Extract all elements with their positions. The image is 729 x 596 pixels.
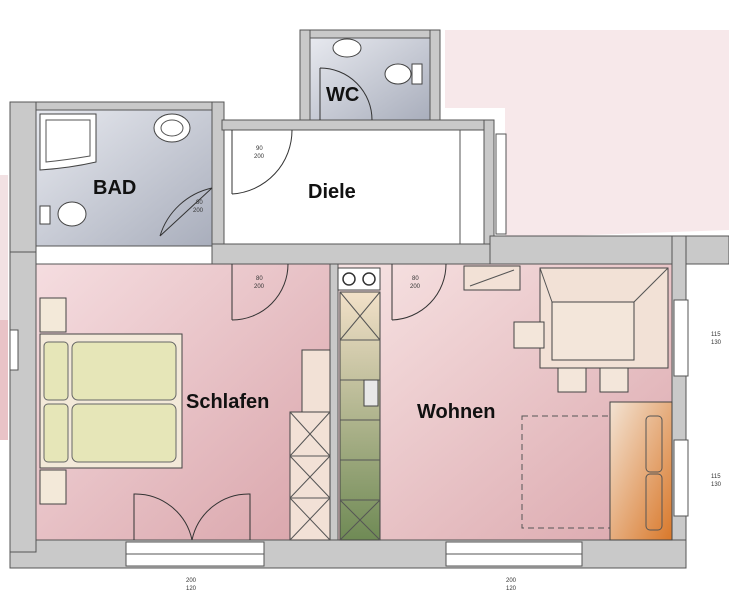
room-label-diele: Diele <box>308 181 356 203</box>
chair-3 <box>599 367 629 393</box>
bed-duvet-bottom <box>71 403 177 463</box>
schlafen-furniture <box>39 297 331 541</box>
dim-window-right-upper-h: 130 <box>711 340 722 346</box>
bad-toilet <box>57 201 87 227</box>
room-label-wc: WC <box>326 84 359 106</box>
dim-diele-door-w: 90 <box>256 146 263 152</box>
washbasin-inner <box>160 119 184 137</box>
doors <box>133 67 447 541</box>
armchair <box>539 267 669 369</box>
washbasin <box>153 113 191 143</box>
schlafen-door-swing <box>231 263 289 321</box>
dim-bad-door-h: 200 <box>193 208 204 214</box>
stove <box>337 267 381 291</box>
wohnen-furniture <box>463 265 673 541</box>
room-label-wohnen: Wohnen <box>417 401 496 423</box>
stove-burner-2 <box>362 272 376 286</box>
bed-pillow-bottom <box>43 403 69 463</box>
kitchen-counter <box>339 291 381 541</box>
wc-basin <box>332 38 362 58</box>
shower-inner <box>45 119 91 163</box>
dim-schlafen-door-w: 80 <box>256 276 263 282</box>
dim-window-bottom-right-w: 200 <box>506 578 517 584</box>
kitchen-door-swing <box>391 263 447 321</box>
windows <box>9 299 689 567</box>
dim-window-right-lower-h: 130 <box>711 482 722 488</box>
chair-1 <box>513 321 545 349</box>
wc-door-swing <box>319 67 373 121</box>
wc-fixtures <box>332 38 423 85</box>
wc-toilet-tank <box>411 63 423 85</box>
neighbor-areas <box>0 30 729 440</box>
diele-floor <box>223 129 485 245</box>
sofa <box>609 401 673 541</box>
diele-details <box>459 129 507 245</box>
stove-burner-1 <box>342 272 356 286</box>
bad-toilet-tank <box>39 205 51 225</box>
shower-tray <box>39 113 97 171</box>
dim-bad-door-w: 80 <box>196 200 203 206</box>
nightstand-bottom <box>39 469 67 505</box>
chair-2 <box>557 367 587 393</box>
bad-door-swing <box>159 187 213 237</box>
sink <box>363 379 379 407</box>
bed-duvet-top <box>71 341 177 401</box>
window-left <box>9 329 19 371</box>
room-label-schlafen: Schlafen <box>186 391 269 413</box>
dim-window-bottom-left-w: 200 <box>186 578 197 584</box>
terrace-door-left <box>133 493 193 541</box>
kitchen <box>337 267 381 541</box>
dim-schlafen-door-h: 200 <box>254 284 265 290</box>
bad-fixtures <box>39 113 191 227</box>
neighbor-left <box>0 175 8 415</box>
dim-wohnen-door-w: 80 <box>412 276 419 282</box>
diele-door-swing <box>231 129 293 195</box>
dim-window-bottom-left-h: 120 <box>186 586 197 592</box>
wardrobe-top <box>301 349 331 413</box>
wardrobe <box>289 411 331 541</box>
dimension-labels: 80 200 90 200 80 200 80 200 115 130 115 … <box>186 146 722 592</box>
dim-window-right-upper-w: 115 <box>711 332 721 338</box>
room-labels: BAD WC Diele Schlafen Wohnen <box>93 84 496 423</box>
dim-diele-door-h: 200 <box>254 154 265 160</box>
dim-wohnen-door-h: 200 <box>410 284 421 290</box>
wc-toilet <box>384 63 412 85</box>
terrace-door-right <box>191 493 251 541</box>
window-right-lower <box>673 439 689 517</box>
dim-window-right-lower-w: 115 <box>711 474 721 480</box>
nightstand-top <box>39 297 67 333</box>
room-label-bad: BAD <box>93 177 136 199</box>
bed-pillow-top <box>43 341 69 401</box>
window-right-upper <box>673 299 689 377</box>
dim-window-bottom-right-h: 120 <box>506 586 517 592</box>
neighbor-left-lower <box>0 320 8 440</box>
neighbor-top-right <box>430 30 729 238</box>
